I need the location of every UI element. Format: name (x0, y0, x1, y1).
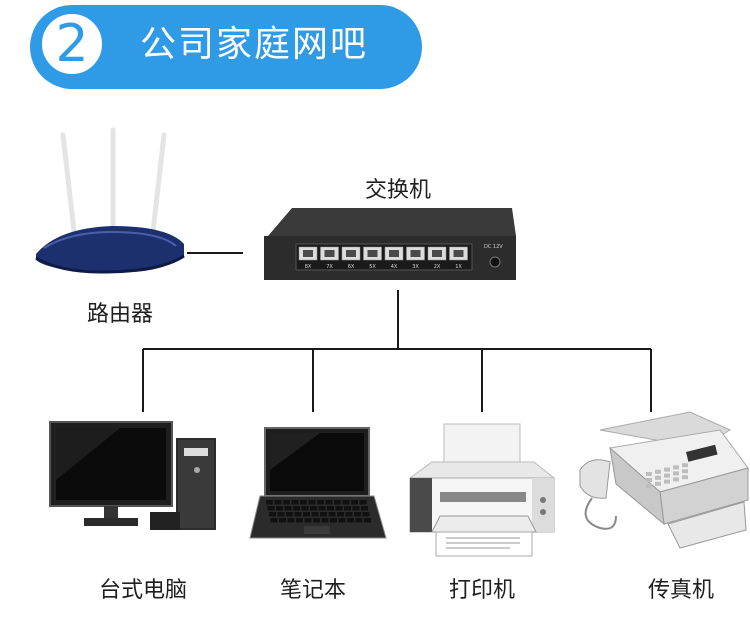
port-label: 7X (326, 264, 333, 270)
fax-key (673, 465, 679, 469)
keyboard-key (336, 506, 343, 511)
keyboard-key (339, 518, 346, 523)
fax-key (655, 482, 661, 486)
keyboard-key (285, 506, 292, 511)
keyboard-key (295, 512, 302, 517)
keyboard-key (317, 500, 324, 505)
fax-key (673, 477, 679, 481)
keyboard-key (271, 518, 278, 523)
fax-key (664, 474, 670, 478)
router-icon (36, 130, 184, 273)
keyboard-key (360, 500, 367, 505)
fax-key (664, 468, 670, 472)
power-port-icon (490, 257, 500, 267)
fax-key (655, 470, 661, 474)
port-label: 6X (348, 264, 355, 270)
keyboard-key (363, 512, 370, 517)
keyboard-key (305, 518, 312, 523)
keyboard-key (353, 506, 360, 511)
keyboard-key (329, 512, 336, 517)
keyboard-key (334, 500, 341, 505)
keyboard-key (319, 506, 326, 511)
fax-key (646, 478, 652, 482)
printer-label: 打印机 (432, 572, 532, 604)
fax-key (646, 472, 652, 476)
keyboard-key (313, 518, 320, 523)
keyboard-key (283, 500, 290, 505)
keyboard-key (330, 518, 337, 523)
port-label: 5X (369, 264, 376, 270)
laptop-label: 笔记本 (263, 572, 363, 604)
fax-key (673, 471, 679, 475)
keyboard-key (310, 506, 317, 511)
keyboard-key (320, 512, 327, 517)
port-label: 3X (412, 264, 419, 270)
keyboard-key (276, 506, 283, 511)
keyboard-key (296, 518, 303, 523)
keyboard-key (269, 512, 276, 517)
fax-key (664, 480, 670, 484)
power-port-label: DC 12V (484, 244, 503, 250)
switch-icon: 8X 7X 6X 5X 4X 3X 2X 1X DC 12V (264, 208, 516, 280)
keyboard-key (344, 506, 351, 511)
printer-icon (410, 424, 554, 556)
keyboard-key (356, 518, 363, 523)
keyboard-key (300, 500, 307, 505)
keyboard-key (351, 500, 358, 505)
keyboard-key (343, 500, 350, 505)
keyboard-key (337, 512, 344, 517)
keyboard-key (266, 500, 273, 505)
port-label: 2X (434, 264, 441, 270)
keyboard-key (279, 518, 286, 523)
router-label: 路由器 (70, 296, 170, 328)
fax-machine-icon (580, 412, 748, 548)
keyboard-key (347, 518, 354, 523)
keyboard-key (288, 518, 295, 523)
fax-label: 传真机 (631, 572, 731, 604)
fax-key (682, 463, 688, 467)
keyboard-key (275, 500, 282, 505)
keyboard-key (322, 518, 329, 523)
keyboard-key (302, 506, 309, 511)
keyboard-key (309, 500, 316, 505)
keyboard-key (326, 500, 333, 505)
keyboard-key (364, 518, 371, 523)
keyboard-key (268, 506, 275, 511)
keyboard-key (278, 512, 285, 517)
fax-key (655, 476, 661, 480)
keyboard-key (303, 512, 310, 517)
switch-label: 交换机 (348, 172, 448, 204)
port-label: 8X (305, 264, 312, 270)
keyboard-key (327, 506, 334, 511)
desktop-label: 台式电脑 (83, 572, 203, 604)
port-label: 1X (455, 264, 462, 270)
fax-key (682, 469, 688, 473)
keyboard-key (354, 512, 361, 517)
keyboard-key (292, 500, 299, 505)
desktop-computer-icon (50, 422, 216, 530)
keyboard-key (286, 512, 293, 517)
fax-key (682, 475, 688, 479)
keyboard-key (361, 506, 368, 511)
keyboard-key (312, 512, 319, 517)
fax-key (646, 484, 652, 488)
laptop-icon (250, 428, 386, 538)
port-label: 4X (391, 264, 398, 270)
keyboard-key (346, 512, 353, 517)
keyboard-key (293, 506, 300, 511)
